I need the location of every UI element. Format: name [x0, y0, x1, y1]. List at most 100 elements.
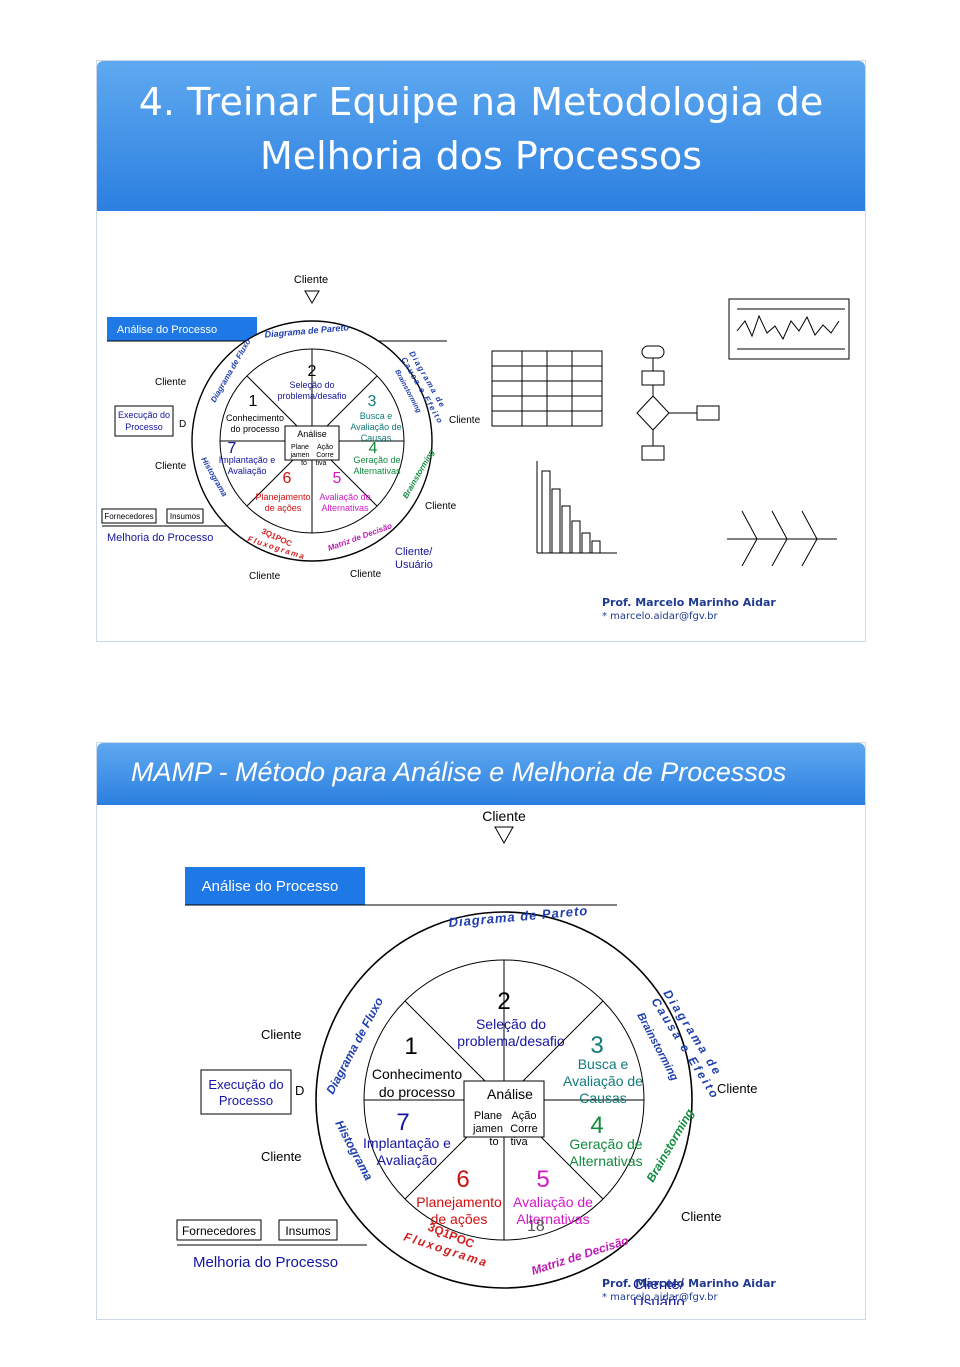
step7-number: 7: [228, 440, 237, 457]
step1-line1: Conhecimento: [226, 413, 284, 423]
step6-number: 6: [283, 470, 292, 487]
cliente-left-top: Cliente: [155, 377, 187, 388]
center-box: [284, 425, 340, 461]
insumos-box: [166, 508, 204, 524]
step6-line2: de ações: [265, 503, 302, 513]
step2-line2: problema/desafio: [277, 391, 346, 401]
plan-l3-l: to: [489, 1136, 498, 1148]
acao-l1-l: Ação: [511, 1110, 536, 1122]
step3-line2: Avaliação de: [350, 422, 401, 432]
cliente-usuario-1: Cliente/: [395, 546, 433, 558]
cliente-top: Cliente: [294, 274, 328, 286]
step5-number: 5: [333, 470, 342, 487]
mamp-diagram-small: Cliente Análise do Processo Execução do …: [101, 274, 850, 582]
analise-bar-l: [185, 867, 365, 905]
step7-line2-l: Avaliação: [377, 1152, 438, 1168]
step5-line2-l: Alternativas: [516, 1211, 589, 1227]
cliente-usuario-2-l: Usuário: [633, 1294, 685, 1305]
acao-l2: Corre: [316, 452, 334, 459]
cliente-usuario-1-l: Cliente/: [633, 1276, 685, 1293]
insumos-box-l: [278, 1219, 338, 1241]
execucao-box-l: [200, 1069, 292, 1115]
step6-line1: Planejamento: [255, 492, 310, 502]
cliente-left-top-l: Cliente: [261, 1027, 301, 1042]
analise-label: Análise: [297, 429, 327, 439]
d-label: D: [179, 419, 186, 430]
acao-l3-l: tiva: [510, 1136, 528, 1148]
execucao-label-1-l: Execução do: [208, 1077, 283, 1092]
slide-2-title: MAMP - Método para Análise e Melhoria de…: [131, 757, 787, 787]
step5-line1: Avaliação de: [319, 492, 370, 502]
step3-line2-l: Avaliação de: [563, 1073, 643, 1089]
fishbone-sketch: [727, 510, 837, 567]
plan-l1-l: Plane: [474, 1110, 502, 1122]
plan-l2: jamen: [289, 452, 309, 459]
slide-2-credit: Prof. Marcelo Marinho Aidar * marcelo.ai…: [602, 1277, 776, 1304]
fornecedores-box: [101, 508, 157, 524]
step1-number: 1: [249, 393, 258, 410]
slide-2-email: * marcelo.aidar@fgv.br: [602, 1292, 718, 1303]
cliente-bottom-2: Cliente: [350, 569, 382, 580]
histogram-sketch: [536, 461, 617, 554]
step6-number-l: 6: [456, 1166, 469, 1193]
execucao-label-1: Execução do: [118, 410, 170, 420]
slide-2-title-banner: MAMP - Método para Análise e Melhoria de…: [97, 743, 865, 805]
cliente-right-1-l: Cliente: [717, 1081, 757, 1096]
step1-line1-l: Conhecimento: [372, 1066, 462, 1082]
slide-1: 4. Treinar Equipe na Metodologia de Melh…: [96, 60, 866, 642]
cliente-top-l: Cliente: [482, 808, 526, 824]
step2-number: 2: [308, 363, 317, 380]
step6-line1-l: Planejamento: [416, 1194, 502, 1210]
step4-line1: Geração de: [353, 455, 400, 465]
step4-number-l: 4: [590, 1112, 603, 1139]
step1-line2-l: do processo: [379, 1084, 455, 1100]
step2-line1: Seleção do: [289, 380, 334, 390]
analise-label-l: Análise: [487, 1086, 533, 1102]
mamp-diagram-large: Cliente Análise do Processo Execução do …: [176, 808, 757, 1305]
cliente-bottom-1: Cliente: [249, 571, 281, 582]
step5-line2: Alternativas: [321, 503, 369, 513]
step7-line1: Implantação e: [219, 455, 276, 465]
fornecedores-label-l: Fornecedores: [182, 1224, 256, 1238]
step7-line2: Avaliação: [228, 466, 267, 476]
slide-2-author: Prof. Marcelo Marinho Aidar: [602, 1277, 776, 1290]
step4-line2-l: Alternativas: [569, 1153, 642, 1169]
step4-line1-l: Geração de: [569, 1136, 642, 1152]
step7-line1-l: Implantação e: [363, 1135, 451, 1151]
slide-1-title-banner: 4. Treinar Equipe na Metodologia de Melh…: [97, 61, 865, 211]
analise-do-processo-label-l: Análise do Processo: [202, 878, 339, 895]
execucao-label-2: Processo: [125, 422, 163, 432]
cliente-right-2-l: Cliente: [681, 1209, 721, 1224]
page-number: 18: [527, 1218, 545, 1235]
step3-line1: Busca e: [360, 411, 393, 421]
cliente-left-bottom: Cliente: [155, 461, 187, 472]
insumos-label: Insumos: [170, 512, 200, 521]
execucao-label-2-l: Processo: [219, 1093, 273, 1108]
analise-do-processo-label: Análise do Processo: [117, 324, 217, 336]
step4-line2: Alternativas: [353, 466, 401, 476]
fornecedores-label: Fornecedores: [104, 512, 153, 521]
step3-line3-l: Causas: [579, 1090, 626, 1106]
step3-line1-l: Busca e: [578, 1056, 629, 1072]
step2-line1-l: Seleção do: [476, 1016, 546, 1032]
cliente-usuario-2: Usuário: [395, 559, 433, 571]
flowchart-sketch: [636, 345, 720, 461]
check-sheet-table: [491, 350, 603, 427]
step6-line2-l: de ações: [431, 1211, 488, 1227]
step5-number-l: 5: [536, 1166, 549, 1193]
cliente-right-2: Cliente: [425, 501, 457, 512]
insumos-label-l: Insumos: [285, 1224, 330, 1238]
cliente-top-arrow-l: [494, 826, 514, 845]
step3-line3: Causas: [361, 433, 392, 443]
slide-1-email: * marcelo.aidar@fgv.br: [602, 611, 718, 622]
step7-number-l: 7: [396, 1109, 409, 1136]
step4-number: 4: [369, 440, 378, 457]
step5-line1-l: Avaliação de: [513, 1194, 593, 1210]
acao-l2-l: Corre: [510, 1123, 538, 1135]
step3-number-l: 3: [590, 1032, 603, 1059]
cliente-left-bottom-l: Cliente: [261, 1149, 301, 1164]
step1-line2: do processo: [230, 424, 279, 434]
control-chart: [728, 298, 850, 360]
slide-1-author: Prof. Marcelo Marinho Aidar: [602, 596, 776, 609]
step2-line2-l: problema/desafio: [457, 1033, 565, 1049]
